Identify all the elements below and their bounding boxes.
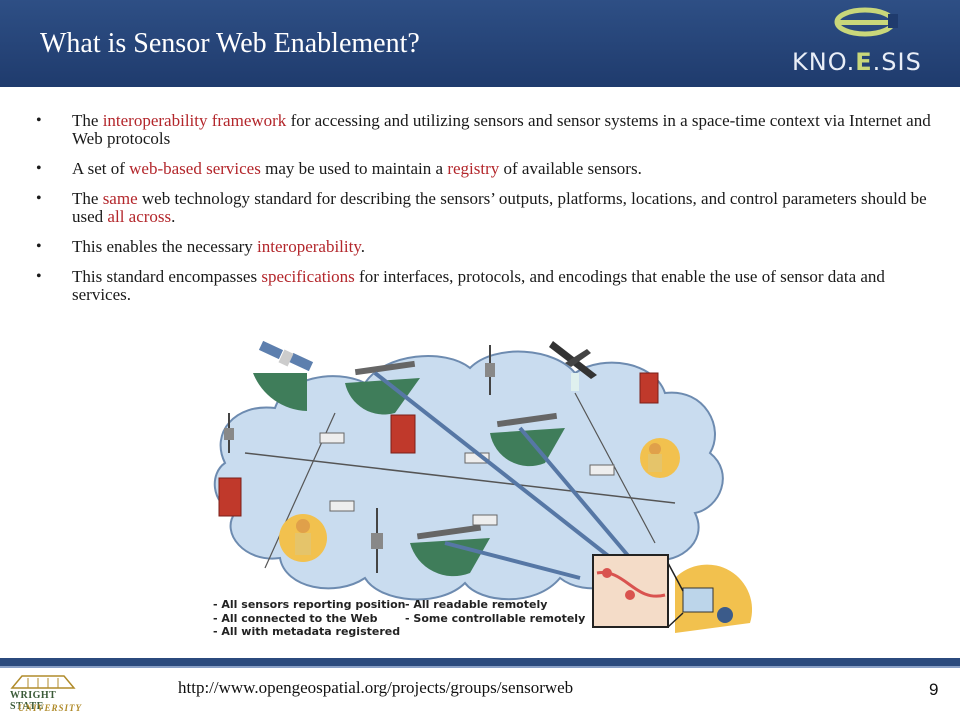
firefighter-icon bbox=[640, 438, 680, 478]
sensor-web-figure: - All sensors reporting position - All c… bbox=[205, 333, 765, 653]
computer-user-icon bbox=[667, 562, 753, 633]
weather-station-icon bbox=[371, 508, 383, 573]
building-icon bbox=[639, 372, 659, 404]
sensor-web-cloud-diagram bbox=[213, 340, 753, 633]
figure-legend-left: - All sensors reporting position - All c… bbox=[213, 598, 406, 638]
bullet-item: This standard encompasses specifications… bbox=[36, 268, 931, 304]
network-cloud-icon bbox=[213, 350, 724, 601]
firefighter-icon bbox=[279, 514, 327, 562]
figure-legend-right: - All readable remotely - Some controlla… bbox=[405, 598, 586, 625]
slide-title: What is Sensor Web Enablement? bbox=[40, 28, 420, 59]
satellite-icon bbox=[253, 340, 314, 411]
logo-text: KNO.E.SIS bbox=[792, 48, 922, 76]
router-icon bbox=[319, 432, 345, 444]
slide-header: What is Sensor Web Enablement? KNO.E.SIS bbox=[0, 0, 960, 87]
weather-station-icon bbox=[485, 345, 495, 395]
router-icon bbox=[329, 500, 355, 512]
map-display-icon bbox=[592, 554, 669, 628]
stream-gauge-icon bbox=[345, 360, 420, 415]
weather-station-icon bbox=[224, 413, 234, 453]
building-icon bbox=[390, 414, 416, 454]
wright-state-building-icon bbox=[10, 675, 76, 689]
university-subtitle: UNIVERSITY bbox=[18, 703, 83, 713]
data-arrow-icon bbox=[373, 371, 632, 580]
building-icon bbox=[218, 477, 242, 517]
footer-divider bbox=[0, 666, 960, 668]
router-icon bbox=[472, 514, 498, 526]
bullet-item: The interoperability framework for acces… bbox=[36, 112, 931, 148]
bullet-item: The same web technology standard for des… bbox=[36, 190, 931, 226]
knoesis-logo: KNO.E.SIS bbox=[770, 4, 960, 84]
wright-state-logo: WRIGHT STATE UNIVERSITY bbox=[6, 670, 86, 718]
footer-bar bbox=[0, 658, 960, 666]
uav-airplane-icon bbox=[549, 341, 597, 391]
bullet-list: The interoperability framework for acces… bbox=[36, 112, 931, 316]
bullet-item: This enables the necessary interoperabil… bbox=[36, 238, 931, 257]
router-icon bbox=[589, 464, 615, 476]
page-number: 9 bbox=[929, 680, 939, 699]
university-name: WRIGHT STATE bbox=[10, 690, 57, 712]
source-url[interactable]: http://www.opengeospatial.org/projects/g… bbox=[178, 678, 574, 697]
knoesis-e-icon bbox=[834, 7, 898, 37]
bullet-item: A set of web-based services may be used … bbox=[36, 160, 931, 179]
